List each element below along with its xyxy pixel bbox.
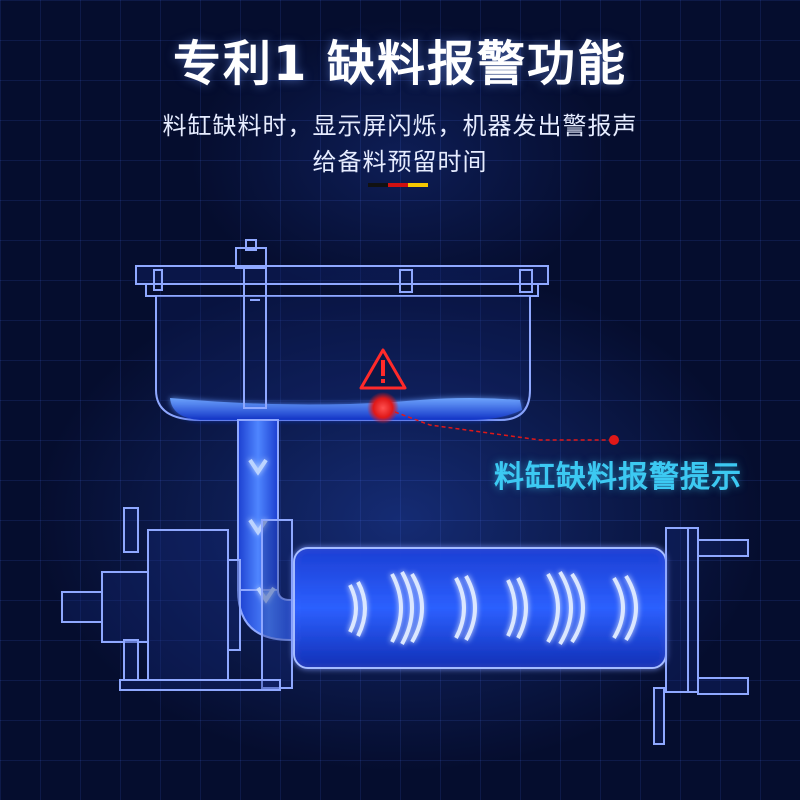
flag-stripe-yellow (408, 183, 428, 187)
callout-anchor-dot (609, 435, 619, 445)
flag-stripe-black (368, 183, 388, 187)
motor-housing (61, 507, 293, 691)
subtitle-line-1: 料缸缺料时，显示屏闪烁，机器发出警报声 (162, 112, 638, 140)
subtitle-line-2: 给备料预留时间 (312, 148, 488, 176)
callout-leader-line (394, 411, 614, 441)
page-title: 专利1 缺料报警功能 (172, 36, 628, 92)
alarm-dot-icon (367, 392, 399, 424)
hopper-material-level (170, 398, 522, 420)
barrel (293, 547, 667, 669)
flag-stripe-red (388, 183, 408, 187)
down-arrow-icon (248, 458, 276, 604)
auger-spiral (348, 570, 638, 646)
hopper (135, 239, 549, 421)
low-material-alarm-label: 料缸缺料报警提示 (494, 460, 742, 495)
warning-triangle-icon (359, 348, 407, 390)
hopper-shaft (243, 267, 267, 409)
end-flange (653, 527, 749, 745)
divider-flag-bar (368, 183, 428, 187)
